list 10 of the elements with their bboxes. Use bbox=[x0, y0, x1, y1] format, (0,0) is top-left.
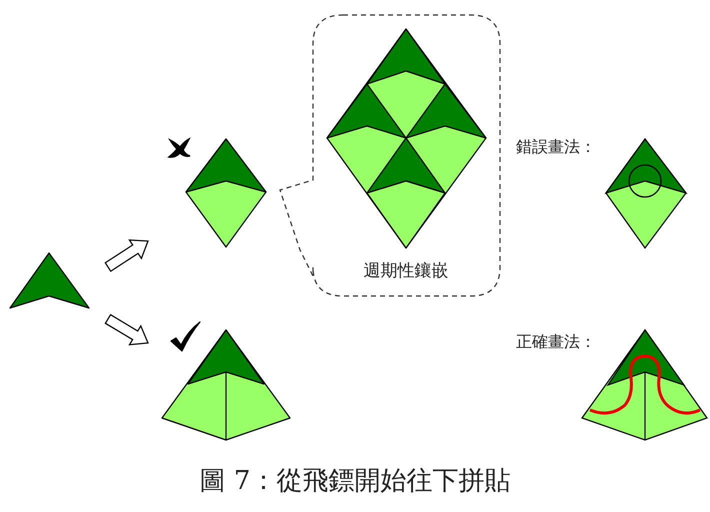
tile-drawing bbox=[8, 251, 92, 311]
tile-drawing bbox=[160, 328, 292, 442]
block-arrow bbox=[104, 314, 149, 346]
tile-drawing bbox=[184, 137, 268, 249]
callout-bubble bbox=[279, 14, 501, 297]
note-text: 錯誤畫法： bbox=[516, 137, 596, 158]
note-text: 正確畫法： bbox=[516, 332, 596, 353]
callout-title: 週期性鑲嵌 bbox=[364, 260, 448, 282]
block-arrow bbox=[104, 239, 149, 272]
figure-caption: 圖 7：從飛鏢開始往下拼貼 bbox=[198, 465, 512, 498]
